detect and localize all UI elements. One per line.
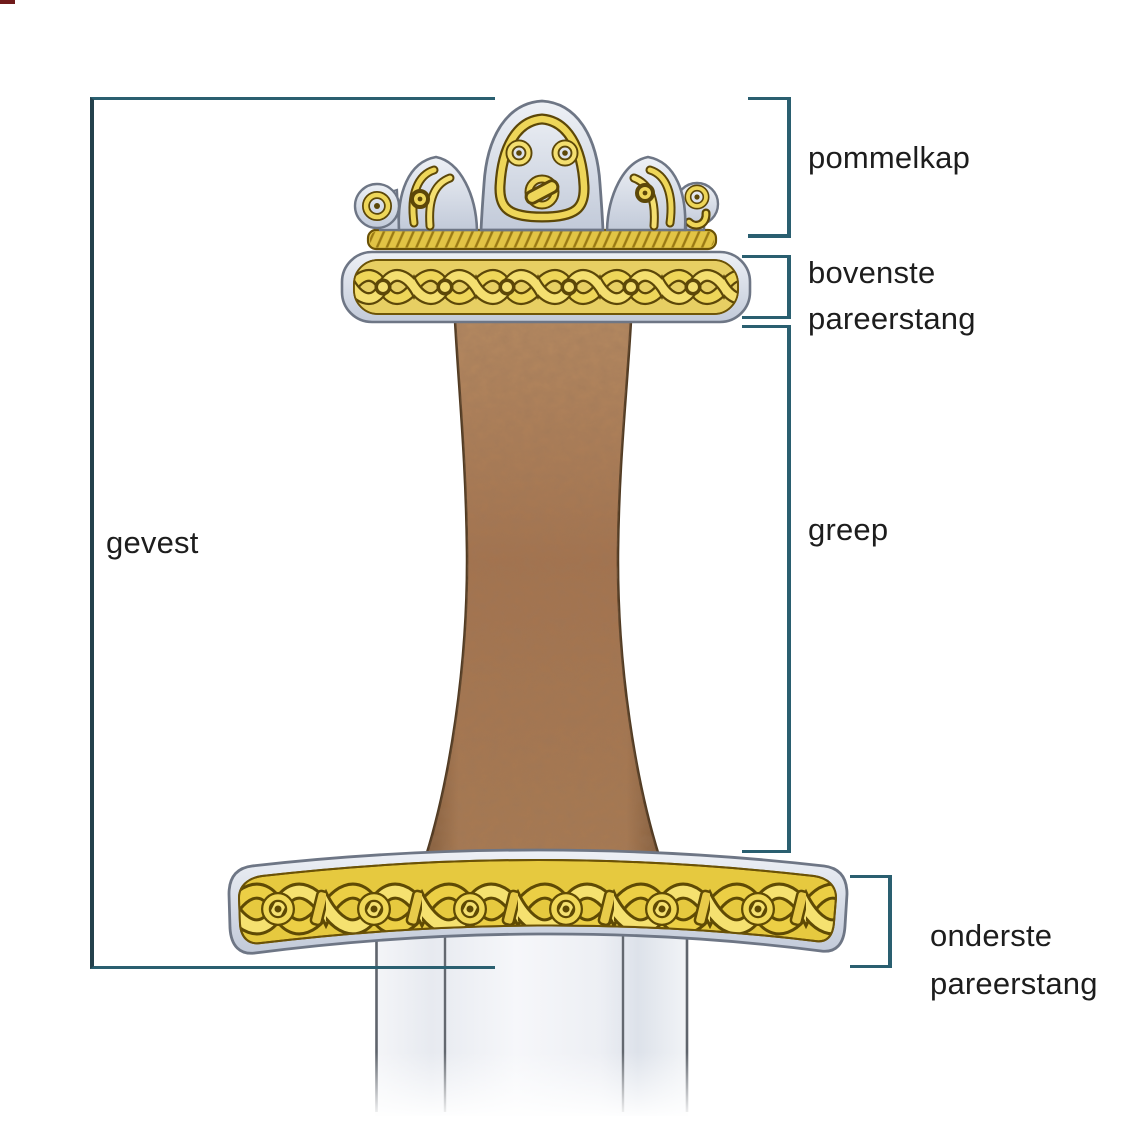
label-onderste-pareerstang: onderste pareerstang xyxy=(930,918,1098,1001)
pommel-scroll-right xyxy=(674,181,720,232)
label-gevest: gevest xyxy=(106,525,199,560)
grip xyxy=(424,318,661,858)
pommel-lobe-left xyxy=(397,155,479,232)
screenshot-edge-artifact xyxy=(0,0,15,4)
pommel-band xyxy=(366,228,718,251)
label-greep: greep xyxy=(808,512,889,547)
bracket-gevest xyxy=(90,97,495,969)
lower-guard xyxy=(227,848,849,955)
bracket-greep xyxy=(742,325,791,853)
bracket-pommelkap xyxy=(748,97,791,238)
upper-guard xyxy=(340,250,752,324)
bracket-onderste-pareerstang xyxy=(850,875,892,968)
pommel-scroll-left xyxy=(353,182,401,232)
pommel-lobe-center xyxy=(479,99,605,232)
pommel-lobe-right xyxy=(605,155,687,232)
label-bovenste-pareerstang: bovenste pareerstang xyxy=(808,255,976,336)
bracket-bovenste-pareerstang xyxy=(742,255,791,319)
label-pommelkap: pommelkap xyxy=(808,140,971,175)
pommel xyxy=(353,99,720,251)
